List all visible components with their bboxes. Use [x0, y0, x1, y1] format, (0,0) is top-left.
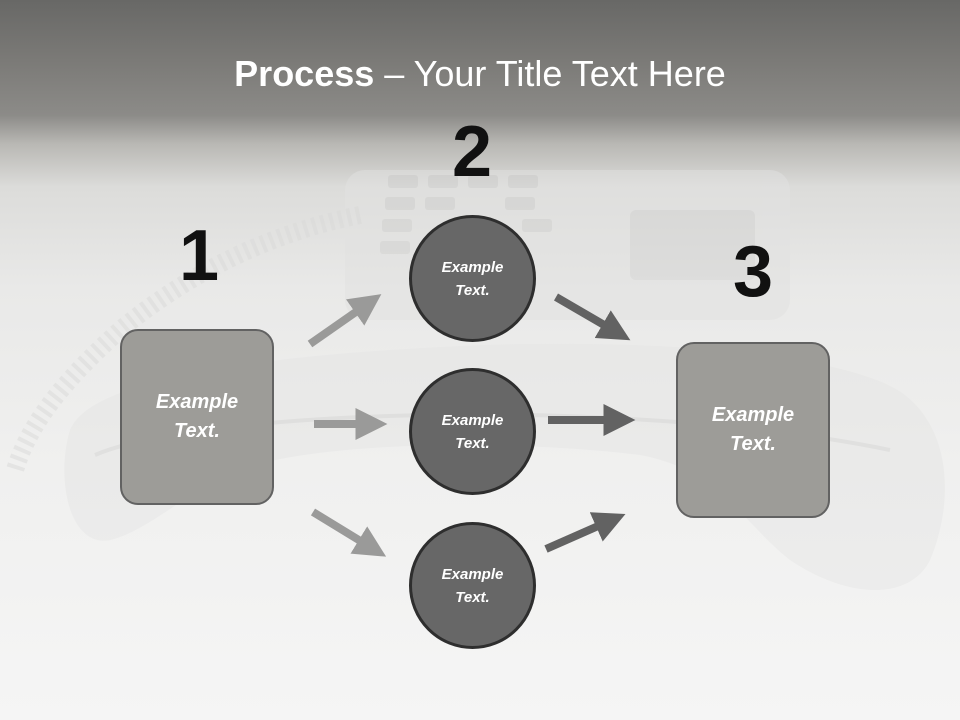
- arrow-2a-to-3: [553, 293, 631, 341]
- step-2-circle-top: Example Text.: [409, 215, 536, 342]
- step-1-number: 1: [178, 216, 220, 296]
- step-3-box: Example Text.: [676, 342, 830, 518]
- arrow-2c-to-3: [544, 512, 626, 553]
- step-3-number: 3: [732, 232, 774, 312]
- title-bold: Process: [234, 53, 375, 94]
- step-3-text: Example Text.: [711, 404, 795, 455]
- arrow-1-to-2c: [310, 508, 387, 557]
- step-2-number: 2: [451, 112, 493, 192]
- step-2-circle-text: Example Text.: [441, 565, 504, 606]
- step-1-box: Example Text.: [120, 329, 274, 505]
- arrow-1-to-2a: [307, 294, 382, 348]
- slide-title: Process – Your Title Text Here: [0, 52, 960, 96]
- step-2-circle-bottom: Example Text.: [409, 522, 536, 649]
- step-2-circle-text: Example Text.: [441, 411, 504, 452]
- step-2-circle-text: Example Text.: [441, 258, 504, 299]
- step-2-circle-middle: Example Text.: [409, 368, 536, 495]
- title-rest: – Your Title Text Here: [374, 53, 726, 94]
- step-1-text: Example Text.: [155, 391, 239, 442]
